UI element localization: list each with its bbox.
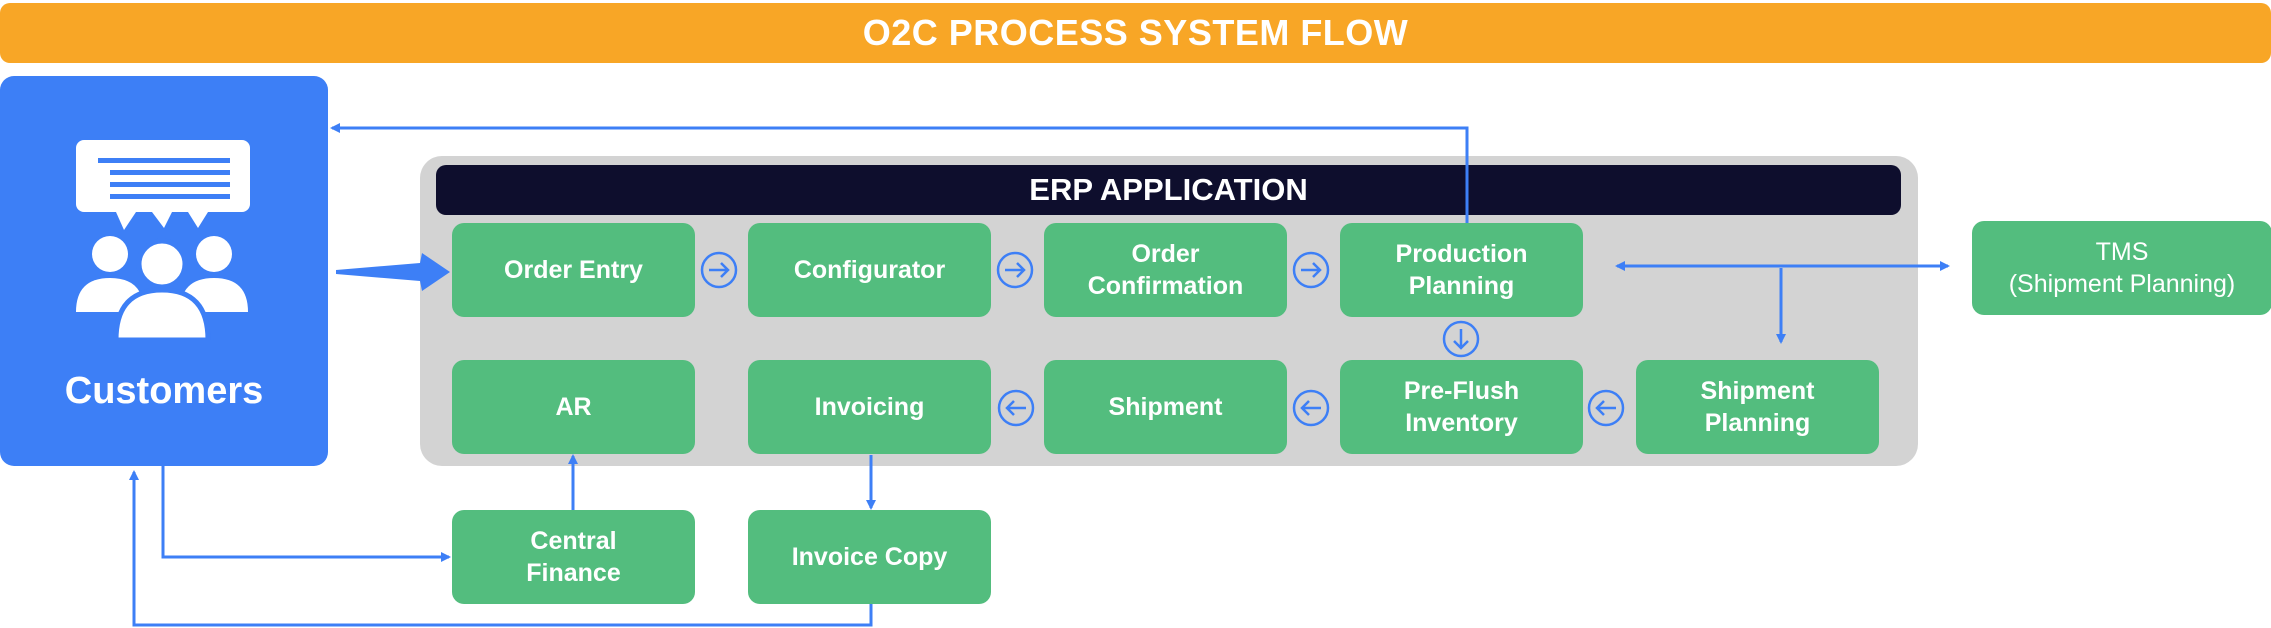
circle-arrow-shipment-planning-to-pre-flush [1587,389,1625,427]
circle-arrow-configurator-to-order-confirmation [996,251,1034,289]
node-central-finance: Central Finance [452,510,695,604]
node-tms: TMS (Shipment Planning) [1972,221,2271,315]
customers-icon [76,140,250,340]
customers-label: Customers [64,370,264,412]
node-pre-flush-inventory: Pre-Flush Inventory [1340,360,1583,454]
node-order-entry: Order Entry [452,223,695,317]
node-invoice-copy: Invoice Copy [748,510,991,604]
circle-arrow-order-entry-to-configurator [700,251,738,289]
arrow-invoice-copy-to-customers [129,470,873,627]
arrow-customers-to-order-entry [336,253,450,291]
circle-arrow-pre-flush-to-shipment [1292,389,1330,427]
customers-block: Customers [0,76,328,466]
arrow-customers-to-central-finance [161,466,451,562]
circle-arrow-production-to-pre-flush [1442,320,1480,358]
node-order-confirmation: Order Confirmation [1044,223,1287,317]
page-title: O2C PROCESS SYSTEM FLOW [0,3,2271,63]
node-ar: AR [452,360,695,454]
circle-arrow-order-confirmation-to-production-planning [1292,251,1330,289]
node-configurator: Configurator [748,223,991,317]
node-invoicing: Invoicing [748,360,991,454]
erp-header: ERP APPLICATION [436,165,1901,215]
circle-arrow-shipment-to-invoicing [997,389,1035,427]
arrow-production-to-customers [330,123,1469,223]
node-shipment: Shipment [1044,360,1287,454]
node-shipment-planning: Shipment Planning [1636,360,1879,454]
node-production-planning: Production Planning [1340,223,1583,317]
